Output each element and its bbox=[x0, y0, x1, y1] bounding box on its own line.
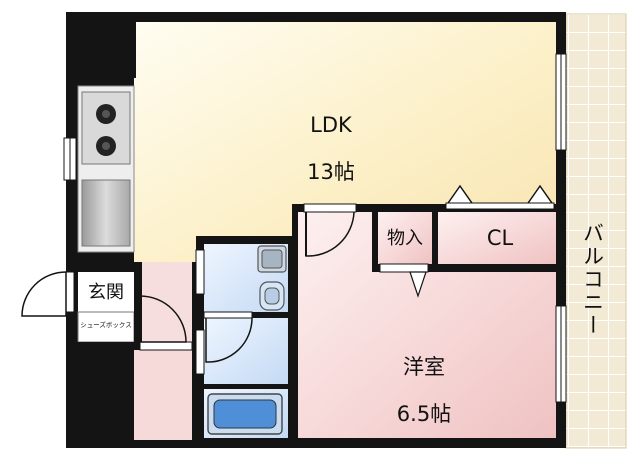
closet-floor bbox=[438, 212, 556, 264]
entrance-label: 玄関 bbox=[88, 282, 124, 303]
shoe-box-label: シューズボックス bbox=[80, 321, 132, 329]
sink bbox=[81, 179, 131, 247]
western-room-floor bbox=[298, 212, 556, 438]
western-room-label: 洋室 6.5帖 bbox=[384, 332, 464, 450]
pipe-space-top bbox=[72, 18, 134, 78]
entrance-floor bbox=[78, 272, 134, 312]
ldk-size: 13帖 bbox=[307, 159, 355, 184]
western-room-size: 6.5帖 bbox=[396, 401, 452, 426]
closet-label: CL bbox=[486, 226, 514, 250]
washroom-door-icon bbox=[205, 317, 253, 363]
western-room-name: 洋室 bbox=[403, 354, 445, 379]
western-room-door-icon bbox=[305, 211, 355, 257]
storage-label: 物入 bbox=[387, 228, 423, 249]
ldk-label: LDK 13帖 bbox=[296, 90, 366, 208]
storage-floor bbox=[378, 212, 432, 264]
ldk-name: LDK bbox=[310, 112, 352, 137]
toilet-room-floor bbox=[204, 318, 288, 384]
storage-door-icon bbox=[409, 271, 427, 298]
pipe-space-bottom bbox=[72, 350, 134, 440]
balcony-label: バルコニー bbox=[580, 222, 605, 337]
front-door-icon bbox=[21, 271, 67, 317]
balcony-area bbox=[566, 14, 626, 448]
hallway-door-icon bbox=[139, 295, 187, 343]
